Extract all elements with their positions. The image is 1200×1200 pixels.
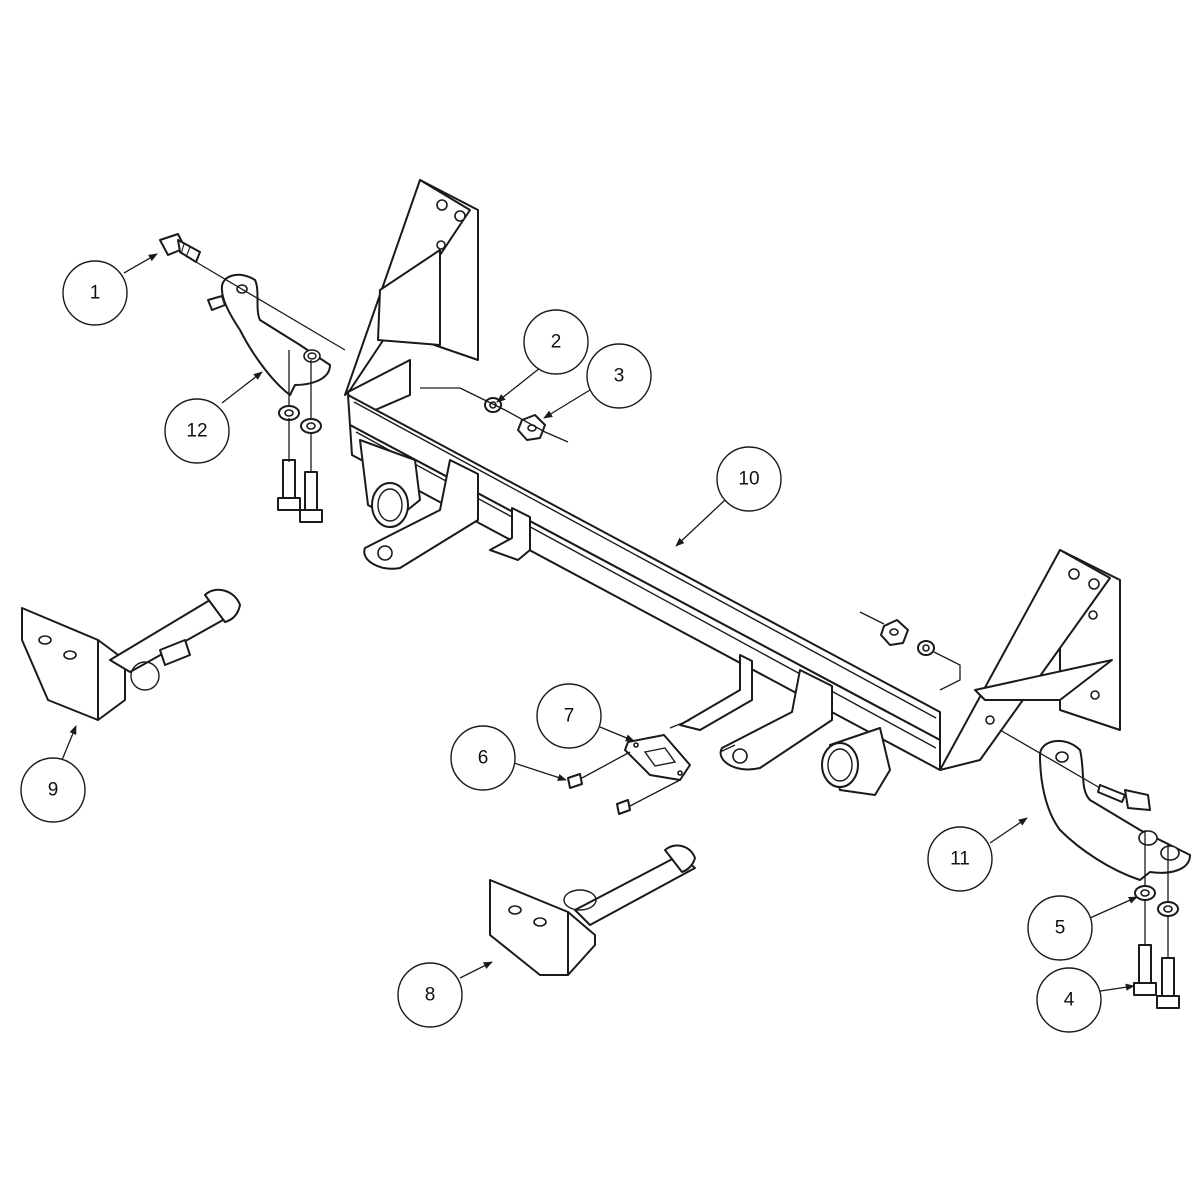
center-base-plate-and-pin	[489, 844, 696, 976]
bolt-1	[159, 233, 201, 263]
assembly-centerlines	[195, 261, 1169, 958]
callout-7: 7	[536, 683, 602, 749]
callout-1: 1	[62, 260, 128, 326]
callout-6-label: 6	[478, 748, 489, 769]
callout-10-label: 10	[738, 469, 759, 490]
callout-9: 9	[20, 757, 86, 823]
callout-8: 8	[397, 962, 463, 1028]
callout-12-label: 12	[186, 421, 207, 442]
callout-3: 3	[586, 343, 652, 409]
callout-9-label: 9	[48, 780, 59, 801]
callout-12: 12	[164, 398, 230, 464]
callout-4: 4	[1036, 967, 1102, 1033]
right-tow-bracket	[1039, 740, 1191, 881]
callout-10: 10	[716, 446, 782, 512]
callout-2: 2	[523, 309, 589, 375]
callout-7-label: 7	[564, 706, 575, 727]
callout-1-label: 1	[90, 283, 101, 304]
callout-11: 11	[927, 826, 993, 892]
callout-2-label: 2	[551, 332, 562, 353]
callout-11-label: 11	[950, 849, 970, 870]
callout-3-label: 3	[614, 366, 625, 387]
callout-5: 5	[1027, 895, 1093, 961]
left-base-plate-and-pin	[21, 588, 241, 721]
callout-4-label: 4	[1064, 990, 1075, 1011]
callout-leaders	[61, 253, 1138, 1001]
callout-5-label: 5	[1055, 918, 1066, 939]
callout-8-label: 8	[425, 985, 436, 1006]
mounting-plate	[624, 734, 691, 781]
hardware	[159, 233, 1180, 1009]
callout-6: 6	[450, 725, 516, 791]
crossbar-frame	[344, 179, 1121, 796]
left-tow-bracket	[207, 273, 331, 396]
